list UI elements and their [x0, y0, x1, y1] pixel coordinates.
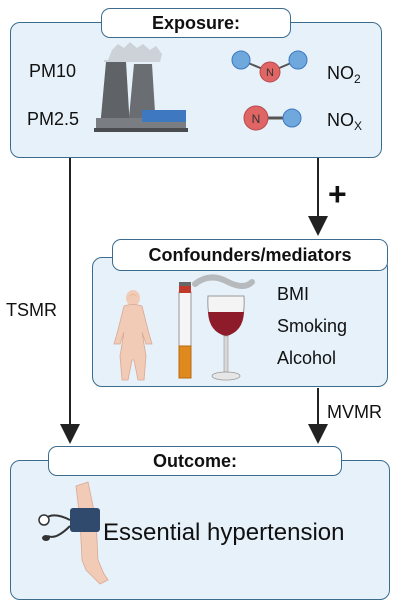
pm10-label: PM10	[29, 61, 77, 81]
confounders-title: Confounders/mediators	[112, 239, 388, 271]
plus-sign: +	[328, 176, 347, 212]
no2-label: NO2	[327, 63, 361, 86]
no2-atom-n: N	[266, 67, 274, 79]
outcome-title: Outcome:	[48, 446, 342, 476]
exposure-box: PM10 PM2.5 NO2 NOX	[10, 22, 382, 158]
confounder-alcohol: Alcohol	[277, 348, 337, 368]
outcome-label: Essential hypertension	[103, 519, 345, 546]
pm25-label: PM2.5	[27, 109, 80, 129]
tsmr-label: TSMR	[6, 300, 57, 320]
nox-label: NOX	[327, 110, 363, 133]
confounder-smoking: Smoking	[277, 316, 348, 336]
mvmr-label: MVMR	[327, 402, 382, 422]
outcome-box: Essential hypertension	[10, 460, 390, 600]
exposure-title: Exposure:	[101, 8, 291, 38]
confounder-bmi: BMI	[277, 284, 310, 304]
nox-atom-n: N	[252, 112, 261, 126]
